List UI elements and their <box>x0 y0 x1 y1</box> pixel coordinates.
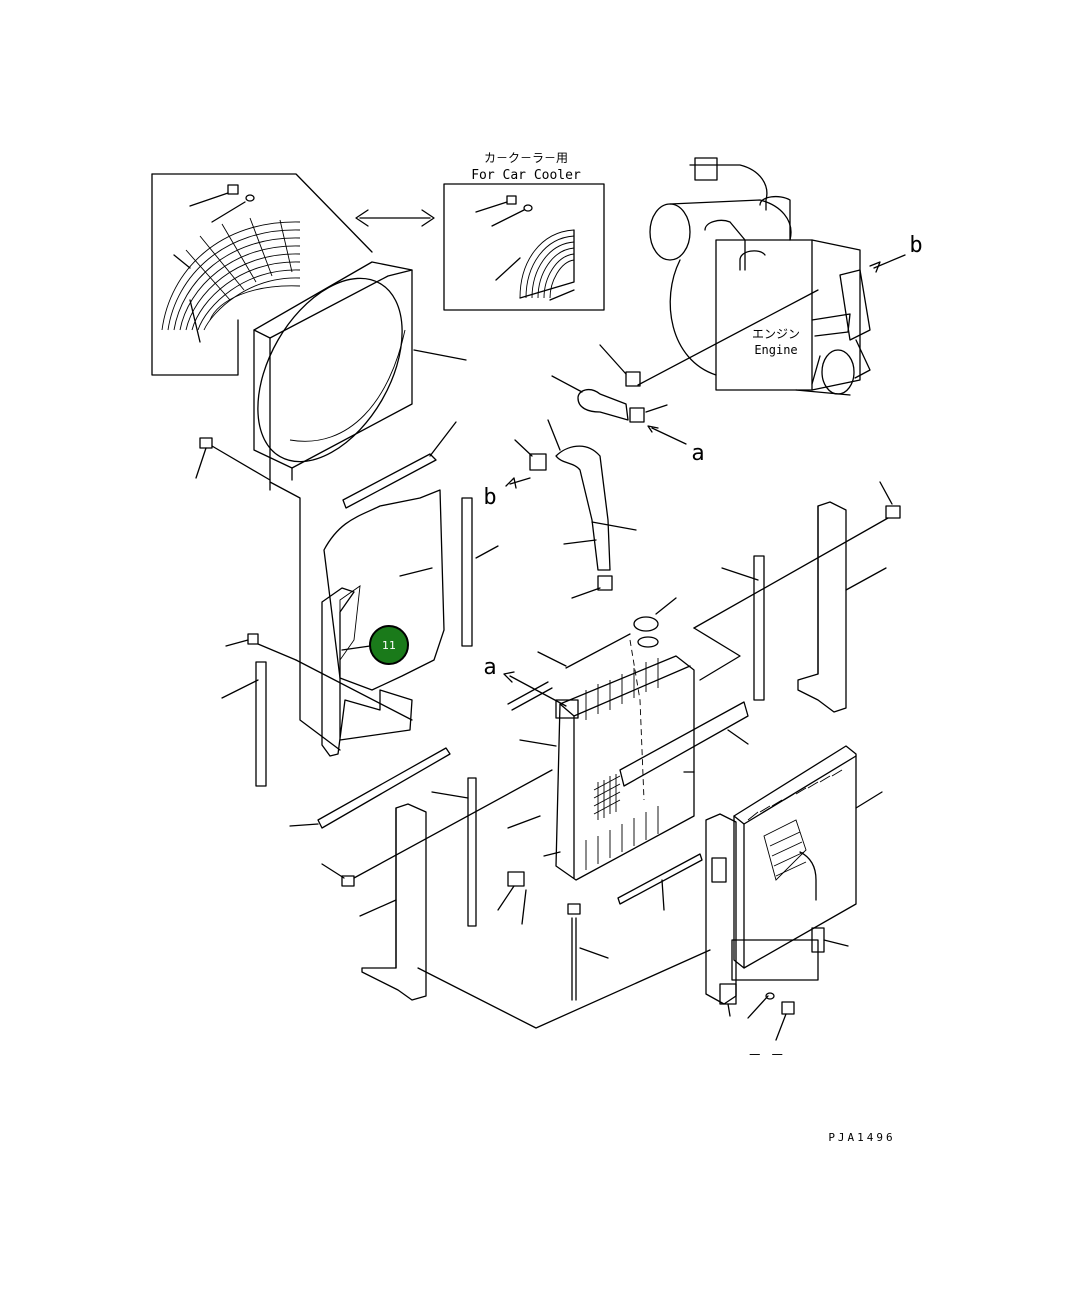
ref-a-top: a <box>691 441 704 466</box>
dash-mark: － － <box>748 1048 784 1064</box>
radiator <box>519 639 695 881</box>
drawing-id: PJA1496 <box>828 1131 895 1144</box>
right-bracket <box>693 481 901 713</box>
callout-11[interactable]: 11 <box>341 625 409 665</box>
fan-shroud <box>253 261 467 491</box>
fan-shroud-inset <box>151 173 373 376</box>
seal-strip-vertical-4 <box>431 777 477 927</box>
leader-bottom <box>417 949 711 1029</box>
seal-strip-upper <box>342 421 457 509</box>
drain-hose <box>567 903 609 1001</box>
leader-frame-left <box>269 481 341 751</box>
bolt-left-lower <box>321 769 553 887</box>
radiator-lower-hose: b <box>483 419 637 599</box>
seal-strip-vertical-2 <box>221 661 267 787</box>
radiator-cap <box>633 597 677 648</box>
bolt-left-upper <box>195 437 271 481</box>
bottom-rail <box>617 853 703 911</box>
seal-strip-vertical-1 <box>461 497 499 647</box>
car-cooler-label-en: For Car Cooler <box>471 168 581 183</box>
ref-b-engine: b <box>909 233 922 258</box>
callout-11-badge[interactable] <box>369 625 409 665</box>
condenser <box>705 745 883 1041</box>
bolt-left-mid <box>225 633 413 721</box>
top-rail <box>619 701 749 787</box>
ref-a-left: a <box>483 655 496 680</box>
drain-cock <box>497 815 541 925</box>
car-cooler-inset: カ－ク－ラ－用 For Car Cooler <box>443 151 605 311</box>
lower-left-bracket <box>359 803 427 1001</box>
engine-label-en: Engine <box>754 343 797 357</box>
upper-hose: a <box>551 344 705 466</box>
interchange-arrow <box>355 209 435 227</box>
engine-label-jp: エンジン <box>752 327 800 341</box>
ref-b-left: b <box>483 485 496 510</box>
engine-assembly: b エンジン Engine <box>637 157 923 396</box>
ref-a-left-arrow: a <box>483 655 567 707</box>
seal-strip-lower <box>289 747 451 829</box>
callout-11-number: 11 <box>382 639 396 652</box>
rod-mid <box>507 681 553 711</box>
car-cooler-label-jp: カ－ク－ラ－用 <box>484 151 568 165</box>
left-plate <box>321 587 413 757</box>
rod-upper <box>537 633 631 669</box>
seal-strip-vertical-3 <box>721 555 765 701</box>
